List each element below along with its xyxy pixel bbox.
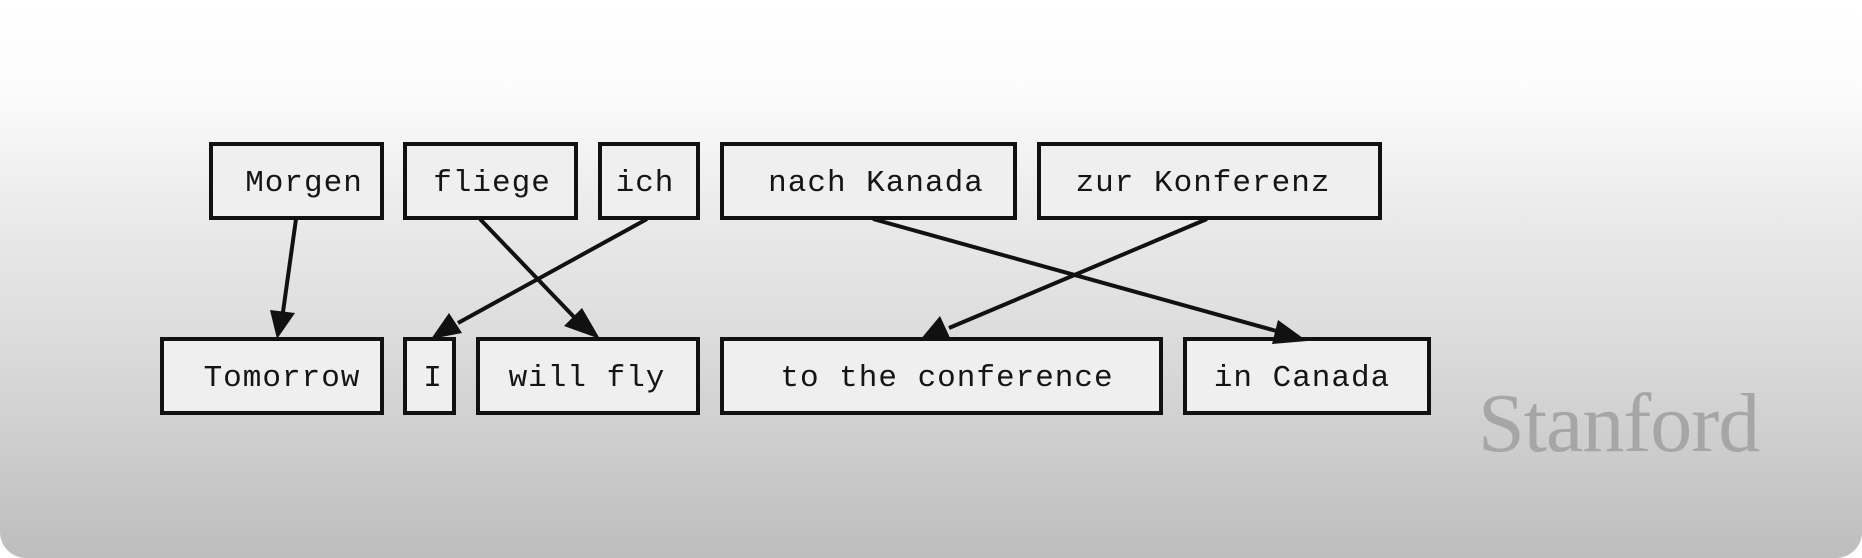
target-box-i: I [403,337,456,415]
source-box-morgen: Morgen [209,142,384,220]
target-box-will-fly: will fly [476,337,700,415]
source-label-morgen: Morgen [245,166,363,201]
stanford-watermark: Stanford [1478,377,1760,470]
target-label-will-fly: will fly [509,361,666,396]
arrow-zur-konferenz-to-the-conference [920,217,1208,340]
arrow-ich-i [431,217,648,339]
source-label-nach-kanada: nach Kanada [768,166,984,201]
source-box-nach-kanada: nach Kanada [720,142,1017,220]
arrow-fliege-will-fly [478,217,600,339]
target-label-to-the-conference: to the conference [780,361,1113,396]
source-label-ich: ich [616,166,675,201]
arrow-morgen-tomorrow [270,218,298,339]
source-label-zur-konferenz: zur Konferenz [1076,166,1331,201]
source-box-zur-konferenz: zur Konferenz [1037,142,1382,220]
target-label-i: I [423,361,443,396]
target-label-in-canada: in Canada [1214,361,1390,396]
target-box-tomorrow: Tomorrow [160,337,384,415]
source-box-fliege: fliege [403,142,578,220]
target-label-tomorrow: Tomorrow [204,361,361,396]
target-box-in-canada: in Canada [1183,337,1431,415]
source-label-fliege: fliege [433,166,551,201]
target-box-to-the-conference: to the conference [720,337,1163,415]
source-box-ich: ich [598,142,700,220]
